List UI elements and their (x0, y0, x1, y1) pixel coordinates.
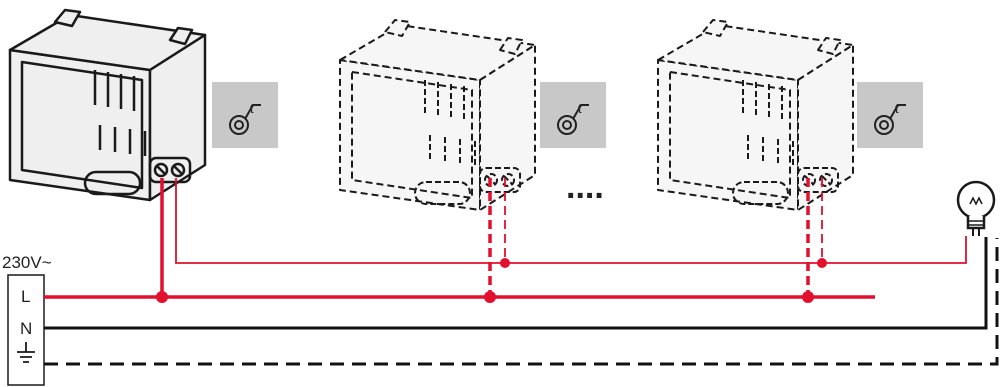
svg-text:t: t (895, 101, 899, 116)
junction-dot (500, 258, 510, 268)
device-3 (657, 19, 854, 211)
timer-button-icon-box-3: t (857, 82, 923, 148)
neutral-line (44, 237, 988, 330)
ground-symbol-icon (17, 342, 35, 363)
timer-button-icon-box-1: t (212, 82, 278, 148)
earth-line (44, 238, 999, 366)
junction-dot (802, 291, 814, 303)
svg-text:t: t (250, 101, 254, 116)
timer-button-icon: t (229, 101, 262, 135)
timer-button-icon-box-2: t (540, 82, 606, 148)
timer-button-icon: t (557, 101, 590, 135)
switched-line (175, 178, 967, 264)
svg-text:t: t (578, 101, 582, 116)
junction-dot (156, 291, 168, 303)
timer-button-icon: t (874, 101, 907, 135)
terminal-label-live: L (21, 287, 30, 306)
junction-dot (484, 291, 496, 303)
device-1 (8, 8, 207, 202)
light-bulb-icon (956, 180, 996, 236)
continuation-dots: .... (566, 168, 604, 206)
supply-terminal-block: 230V~ L N (2, 253, 52, 386)
junction-dot (817, 258, 827, 268)
terminal-label-neutral: N (20, 319, 32, 338)
supply-voltage-label: 230V~ (2, 253, 52, 272)
